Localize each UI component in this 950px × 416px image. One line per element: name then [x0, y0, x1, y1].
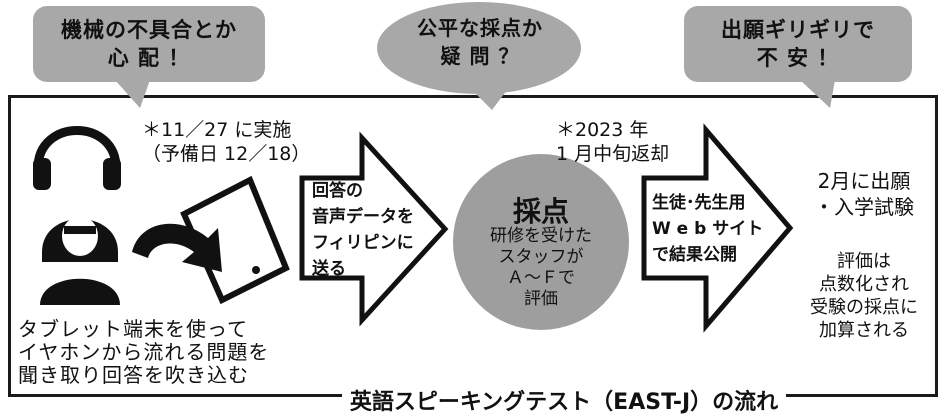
publish-step-text: 生徒･先生用 W e b サイト で結果公開: [652, 193, 764, 265]
scoring-circle: [453, 154, 629, 330]
arrow-publish: [641, 123, 794, 333]
left-speech-bubble: [33, 6, 265, 108]
return-note: ＊2023 年 1 月中旬返却: [556, 119, 670, 165]
person-icon: [40, 216, 120, 305]
student-instruction: タブレット端末を使って イヤホンから流れる問題を 聞き取り回答を吹き込む: [18, 317, 270, 387]
scoring-body: 研修を受けた スタッフが Ａ～Ｆで 評価: [490, 226, 592, 309]
left-bubble-text: 機械の不具合とか 心 配 ！: [61, 18, 237, 70]
arrow-send: [299, 131, 449, 327]
tablet-icon: [180, 175, 290, 305]
right-speech-bubble: [684, 6, 912, 108]
headphones-icon: [33, 126, 121, 190]
apply-title: 2月に出願 ・入学試験: [814, 169, 914, 219]
right-bubble-text: 出願ギリギリで 不 安 ！: [721, 18, 875, 70]
caption-background: [342, 388, 786, 412]
center-speech-bubble: [377, 2, 581, 110]
date-note: ＊11／27 に実施 （予備日 12／18）: [142, 119, 311, 165]
send-step-text: 回答の 音声データを フィリピンに 送る: [312, 181, 414, 279]
scoring-title: 採点: [512, 195, 569, 228]
apply-body: 評価は 点数化され 受験の採点に 加算される: [810, 251, 918, 341]
center-bubble-text: 公平な採点か 疑 問 ？: [417, 16, 543, 68]
curved-arrow-icon: [132, 223, 222, 272]
diagram-caption: 英語スピーキングテスト（EAST-J）の流れ: [349, 390, 779, 415]
